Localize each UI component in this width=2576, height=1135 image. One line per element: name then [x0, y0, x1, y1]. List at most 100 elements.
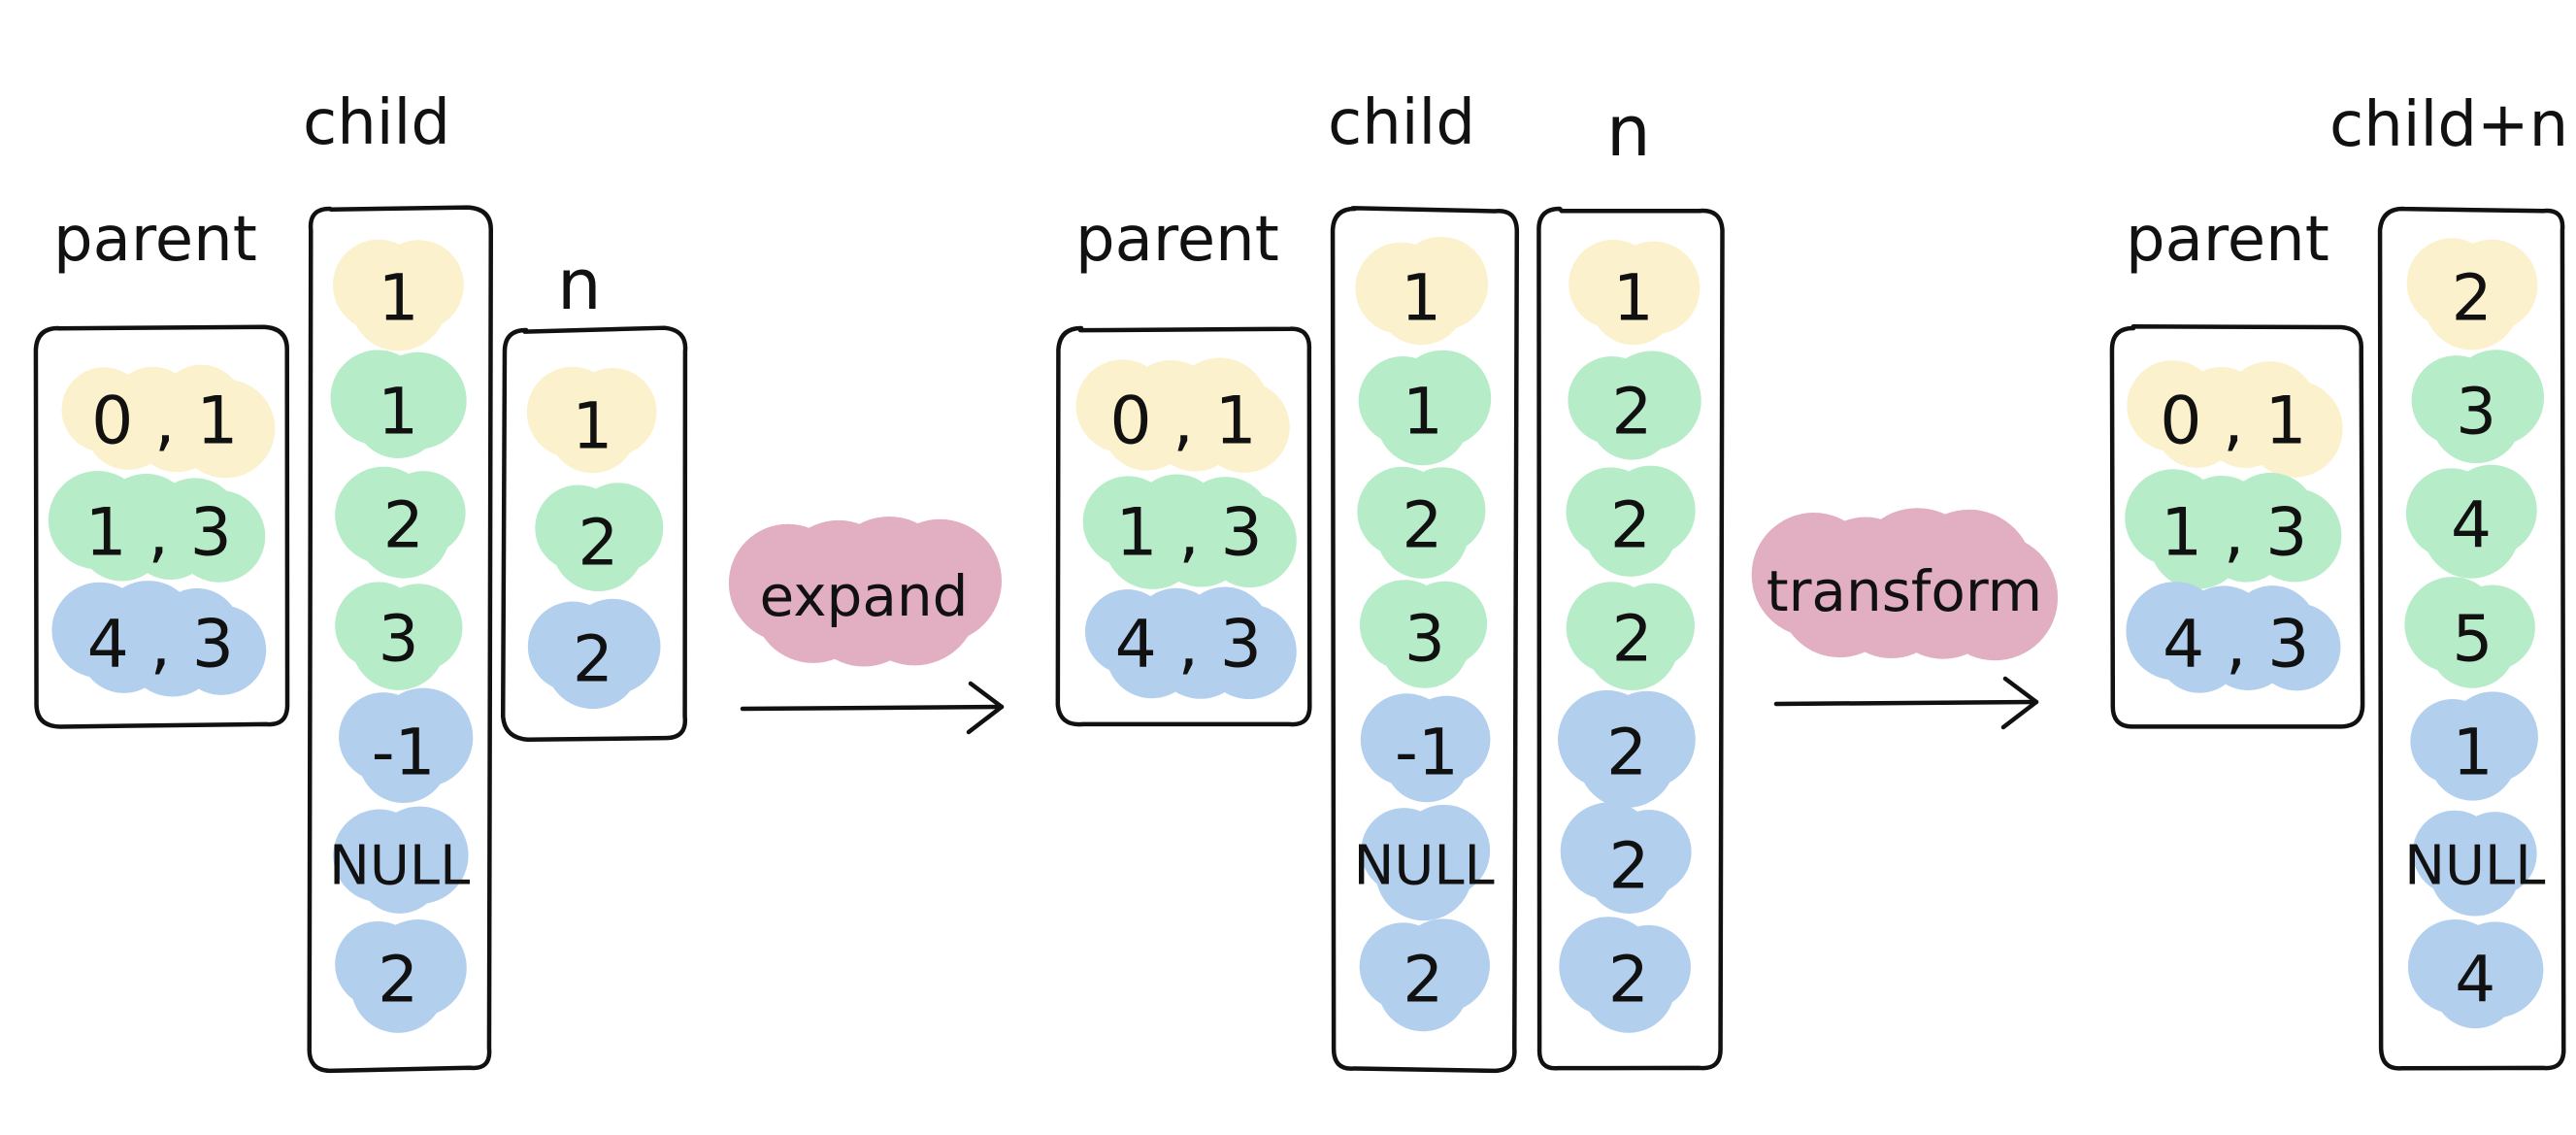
child-cell-value: -1 [372, 716, 436, 790]
parent-cell-value: 1 , 3 [1115, 495, 1262, 572]
child-column-box [307, 205, 494, 1074]
child-cell-blob [333, 806, 469, 914]
child-cell-blob [1358, 350, 1492, 466]
n-cell-value: 2 [1609, 829, 1650, 904]
child-cell-value: 4 [2451, 488, 2492, 563]
parent-cell-value: 4 , 3 [2163, 607, 2309, 684]
child-cell-value: 2 [378, 943, 418, 1018]
child-cell-blob [2406, 238, 2538, 351]
parent-cell-blob [48, 471, 266, 583]
child-cell-blob [335, 582, 463, 690]
parent-cell-blob [1082, 474, 1297, 589]
n-cell-value: 1 [572, 389, 612, 464]
child-cell-blob [1360, 693, 1491, 803]
child-cell-blob [339, 687, 474, 804]
child-column-box [1330, 206, 1520, 1074]
expand-label: expand [760, 563, 969, 629]
parent-title: parent [1075, 204, 1279, 276]
n-cell-blob [1566, 465, 1696, 577]
expand-label-blob [728, 516, 1003, 667]
child-cell-blob [1359, 580, 1488, 688]
parent-title: parent [53, 204, 257, 276]
child-cell-value: 1 [1403, 375, 1443, 450]
n-cell-blob [1558, 689, 1696, 808]
child-cell-blob [2411, 350, 2545, 464]
n-cell-value: 2 [573, 622, 613, 697]
child-cell-value: 5 [2452, 602, 2493, 677]
n-column-box [500, 325, 688, 742]
child-cell-value: 3 [2456, 375, 2496, 450]
child-cell-blob [2407, 918, 2544, 1029]
child-cell-blob [2412, 810, 2537, 917]
n-cell-value: 2 [1610, 488, 1651, 563]
expand-arrow-head [966, 681, 1005, 735]
n-cell-value: 2 [1612, 602, 1653, 677]
n-cell-blob [535, 483, 664, 591]
child-cell-blob [2404, 577, 2535, 688]
child-cell-value: 2 [2452, 261, 2493, 336]
child-cell-blob [1359, 918, 1490, 1032]
child-cell-value: 1 [379, 261, 419, 336]
child-title: child+n [2329, 89, 2568, 161]
parent-title: parent [2126, 204, 2329, 276]
n-cell-blob [1569, 239, 1701, 346]
child-cell-value: 1 [378, 375, 418, 450]
transform-arrow [1773, 699, 2039, 707]
n-cell-value: 2 [1608, 943, 1649, 1018]
parent-cell-value: 1 , 3 [85, 495, 232, 572]
n-cell-value: 2 [1606, 716, 1647, 790]
child-cell-value: NULL [1353, 835, 1494, 898]
parent-cell-blob [2126, 582, 2341, 693]
child-cell-blob [335, 466, 466, 579]
parent-cell-value: 1 , 3 [2161, 495, 2307, 572]
n-cell-blob [1566, 582, 1696, 691]
n-cell-blob [1568, 351, 1701, 460]
parent-cell-value: 0 , 1 [91, 384, 238, 460]
n-cell-value: 2 [578, 506, 618, 581]
transform-label-blob [1751, 508, 2059, 661]
child-cell-blob [1361, 804, 1491, 921]
n-column-box [1536, 206, 1725, 1071]
child-cell-blob [335, 919, 467, 1033]
parent-cell-blob [2127, 360, 2343, 478]
parent-cell-value: 0 , 1 [1109, 384, 1256, 460]
parent-cell-value: 4 , 3 [87, 607, 234, 684]
child-cell-value: 1 [2453, 716, 2493, 790]
parent-cell-blob [51, 581, 267, 697]
n-cell-blob [1560, 802, 1692, 915]
parent-cell-value: 4 , 3 [1115, 607, 1262, 684]
child-cell-blob [330, 350, 467, 458]
child-cell-value: 1 [1401, 261, 1441, 336]
parent-table-box [2109, 324, 2365, 729]
n-title: n [1606, 90, 1651, 172]
parent-table-box [33, 324, 290, 729]
n-title: n [557, 244, 602, 325]
parent-cell-blob [1075, 357, 1290, 473]
n-cell-blob [1559, 917, 1691, 1033]
expand-arrow [740, 704, 1005, 712]
child-cell-value: -1 [1395, 716, 1459, 790]
n-cell-value: 1 [1613, 261, 1654, 336]
child-title: child [1328, 87, 1475, 159]
child-cell-value: 2 [1402, 488, 1442, 563]
child-cell-value: 2 [1403, 943, 1443, 1018]
child-title: child [303, 87, 450, 159]
child-cell-value: 4 [2455, 943, 2495, 1018]
parent-cell-blob [2125, 469, 2342, 589]
n-cell-blob [526, 366, 657, 474]
child-cell-value: 3 [379, 602, 419, 677]
parent-cell-value: 0 , 1 [2160, 384, 2306, 460]
child-cell-blob [1357, 466, 1486, 579]
n-cell-blob [527, 598, 661, 710]
child-cell-value: 2 [383, 488, 424, 563]
child-cell-blob [2410, 691, 2538, 801]
parent-cell-blob [1084, 586, 1297, 700]
child-cell-blob [2405, 464, 2537, 579]
transform-label: transform [1767, 558, 2042, 624]
child-cell-value: NULL [329, 835, 470, 898]
child-cell-blob [332, 239, 464, 351]
child-cell-blob [1355, 236, 1489, 346]
n-cell-value: 2 [1611, 375, 1652, 450]
parent-table-box [1055, 325, 1312, 727]
